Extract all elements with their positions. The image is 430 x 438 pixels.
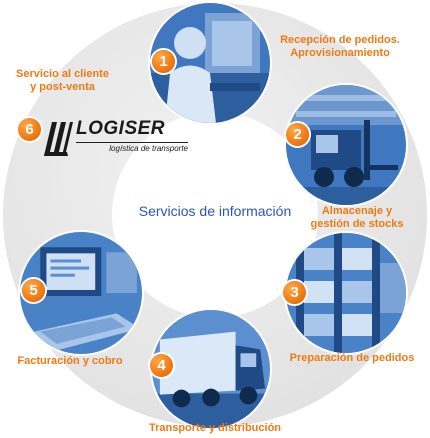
forklift-warehouse-icon — [286, 85, 406, 205]
step-6-label: Servicio al cliente y post-venta — [0, 68, 125, 94]
step-3-photo — [286, 233, 406, 353]
step-5-badge: 5 — [22, 279, 45, 302]
step-1-label: Recepción de pedidos. Aprovisionamiento — [270, 34, 410, 60]
step-1-label-line-2: Aprovisionamiento — [290, 47, 390, 59]
logiser-logo-mark-icon — [44, 122, 73, 156]
center-label: Servicios de información — [138, 203, 292, 219]
logo-name: LOGISER — [76, 118, 166, 139]
logo-tagline: logística de transporte — [76, 142, 188, 155]
logiser-logo: LOGISER logística de transporte — [38, 118, 190, 160]
step-2-label: Almacenaje y gestión de stocks — [302, 205, 412, 231]
step-4-photo — [152, 310, 270, 428]
step-5-label-line-1: Facturación y cobro — [17, 355, 123, 367]
step-2-label-line-1: Almacenaje y — [321, 205, 393, 217]
step-1-photo — [150, 3, 270, 123]
warehouse-shelves-icon — [286, 233, 406, 353]
step-2-badge: 2 — [286, 123, 309, 146]
step-4-badge: 4 — [150, 354, 173, 377]
step-2-photo — [286, 85, 406, 205]
step-2-label-line-2: gestión de stocks — [310, 218, 404, 230]
computer-terminal-icon — [20, 232, 142, 354]
step-4-label: Transporte y distribución — [135, 422, 295, 435]
step-1-badge: 1 — [152, 50, 175, 73]
ring-center — [112, 112, 318, 318]
step-5-label: Facturación y cobro — [10, 355, 130, 368]
step-3-label: Preparación de pedidos — [282, 352, 422, 365]
step-6-label-line-1: Servicio al cliente — [16, 68, 109, 80]
step-6-badge: 6 — [18, 118, 41, 141]
step-6-label-line-2: y post-venta — [30, 81, 95, 93]
office-worker-icon — [150, 3, 270, 123]
step-3-label-line-1: Preparación de pedidos — [289, 352, 415, 364]
step-4-label-line-1: Transporte y distribución — [148, 422, 282, 434]
step-5-photo — [20, 232, 142, 354]
step-1-label-line-1: Recepción de pedidos. — [280, 34, 400, 46]
step-3-badge: 3 — [283, 281, 306, 304]
truck-icon — [152, 310, 270, 428]
